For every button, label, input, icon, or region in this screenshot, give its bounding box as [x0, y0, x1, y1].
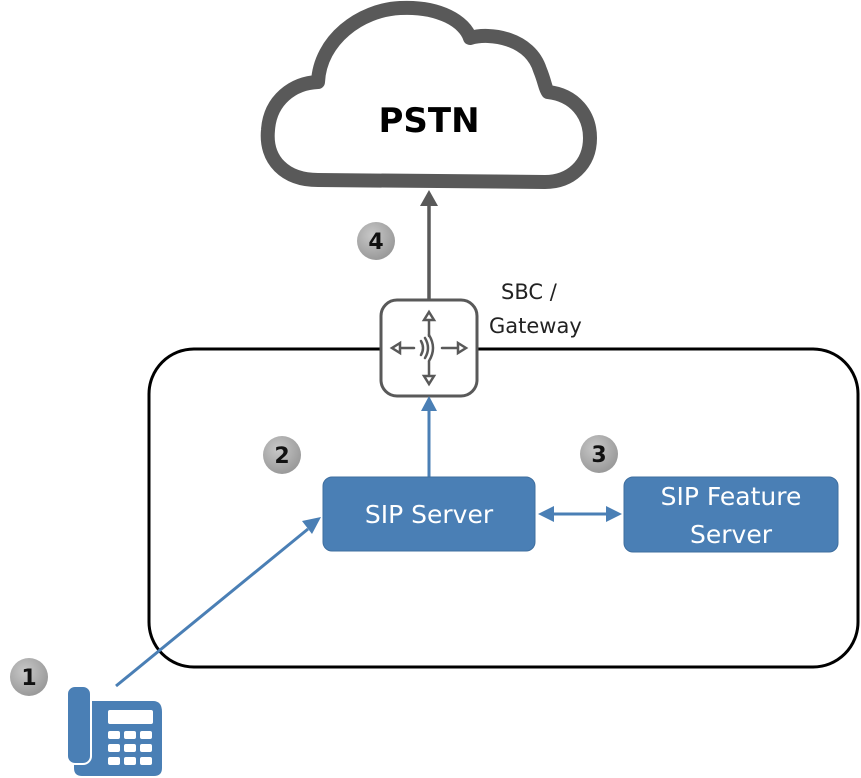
step-badge-2-number: 2 [274, 444, 289, 469]
sbc-gateway-label-line2: Gateway [489, 314, 582, 338]
sip-server-node[interactable]: SIP Server [322, 476, 536, 552]
phone-to-sip-server-connector [115, 527, 309, 688]
sip-feature-server-node[interactable]: SIP Feature Server [623, 476, 839, 553]
pstn-cloud[interactable]: PSTN [260, 0, 597, 189]
network-boundary [147, 347, 860, 669]
sip-feature-server-label-line2: Server [690, 520, 773, 549]
gateway-to-pstn-arrowhead [420, 190, 438, 206]
step-badge-1-number: 1 [21, 666, 36, 691]
phone-to-sip-server-arrowhead [302, 517, 321, 534]
step-badge-4: 4 [357, 222, 395, 260]
sip-server-to-gateway-arrowhead [421, 396, 437, 411]
desk-phone-icon [66, 685, 162, 776]
sip-feature-server-label-line1: SIP Feature [661, 482, 802, 511]
step-badge-3-number: 3 [591, 443, 606, 468]
desk-phone[interactable] [66, 685, 162, 776]
connector-arrowhead-right [606, 506, 622, 522]
router-arrows-icon [389, 309, 469, 387]
pstn-label: PSTN [378, 101, 479, 141]
step-badge-3: 3 [580, 435, 618, 473]
step-badge-2: 2 [263, 436, 301, 474]
step-badge-1: 1 [10, 658, 48, 696]
sbc-gateway-label-line1: SBC / [501, 280, 558, 304]
step-badge-4-number: 4 [368, 230, 383, 255]
connector-arrowhead-left [538, 506, 554, 522]
sbc-gateway-node[interactable] [379, 298, 479, 398]
cloud-icon [260, 0, 597, 189]
sip-server-label: SIP Server [365, 500, 494, 529]
